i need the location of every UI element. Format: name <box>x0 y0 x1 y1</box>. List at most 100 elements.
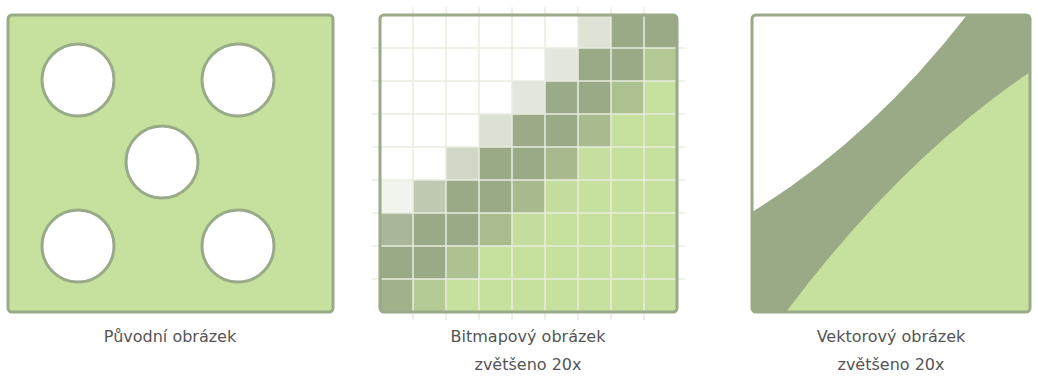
bitmap-pixel <box>644 180 677 214</box>
bitmap-pixel <box>578 180 612 214</box>
bitmap-pixel <box>644 246 677 280</box>
grid-line <box>577 7 579 320</box>
grid-line <box>445 7 447 320</box>
bitmap-pixel <box>413 180 447 214</box>
bitmap-pixel <box>479 246 513 280</box>
bitmap-pixel <box>479 147 513 181</box>
bitmap-pixel <box>545 114 579 148</box>
bitmap-pixel <box>611 279 645 312</box>
bitmap-pixel <box>545 81 579 115</box>
bitmap-pixel <box>446 246 480 280</box>
image-caption: Bitmapový obrázek zvětšeno 20x <box>443 323 613 379</box>
bitmap-pixel <box>578 114 612 148</box>
bitmap-pixel <box>578 213 612 247</box>
bitmap-pixel <box>644 81 677 115</box>
image-caption: Vektorový obrázek zvětšeno 20x <box>806 323 976 379</box>
bitmap-pixel <box>413 246 447 280</box>
bitmap-pixel <box>578 48 612 82</box>
bitmap-pixel <box>578 279 612 312</box>
bitmap-pixel <box>413 147 447 181</box>
bitmap-pixel <box>512 114 546 148</box>
bitmap-pixel <box>644 279 677 312</box>
bitmap-pixel <box>578 147 612 181</box>
vector-image <box>752 15 1030 312</box>
bitmap-pixel <box>479 180 513 214</box>
image-caption: Původní obrázek <box>85 323 255 351</box>
bitmap-image <box>372 7 685 320</box>
bitmap-pixel <box>611 246 645 280</box>
grid-line <box>643 7 645 320</box>
bitmap-pixel <box>545 48 579 82</box>
bitmap-pixel <box>446 213 480 247</box>
bitmap-pixel <box>611 147 645 181</box>
bitmap-pixel <box>512 147 546 181</box>
bitmap-pixel <box>512 48 546 82</box>
bitmap-pixel <box>413 114 447 148</box>
bitmap-pixel <box>545 15 579 49</box>
bitmap-pixel <box>512 246 546 280</box>
bitmap-pixel <box>644 48 677 82</box>
bitmap-pixel <box>545 246 579 280</box>
grid-line <box>412 7 414 320</box>
bitmap-pixel <box>413 48 447 82</box>
bitmap-pixel <box>545 180 579 214</box>
bitmap-pixel <box>479 114 513 148</box>
bitmap-pixel <box>380 147 414 181</box>
grid-line <box>372 212 685 214</box>
bitmap-pixel <box>380 81 414 115</box>
bitmap-pixel <box>611 48 645 82</box>
grid-line <box>511 7 513 320</box>
bitmap-pixel <box>611 213 645 247</box>
bitmap-pixel <box>644 15 677 49</box>
bitmap-pixel <box>380 180 414 214</box>
grid-line <box>478 7 480 320</box>
bitmap-pixel <box>611 114 645 148</box>
bitmap-pixel <box>479 48 513 82</box>
bitmap-pixel <box>545 213 579 247</box>
bitmap-pixel <box>380 279 414 312</box>
bitmap-pixel <box>446 180 480 214</box>
bitmap-pixel <box>578 81 612 115</box>
bitmap-pixel <box>380 15 414 49</box>
grid-line <box>544 7 546 320</box>
bitmap-pixel <box>578 246 612 280</box>
bitmap-pixel <box>413 15 447 49</box>
bitmap-pixel <box>380 213 414 247</box>
bitmap-pixel <box>479 81 513 115</box>
grid-line <box>372 113 685 115</box>
bitmap-pixel <box>413 81 447 115</box>
bitmap-pixel <box>413 213 447 247</box>
bitmap-pixel <box>512 180 546 214</box>
bitmap-pixel <box>479 279 513 312</box>
bitmap-pixel <box>446 48 480 82</box>
bitmap-pixel <box>446 81 480 115</box>
grid-line <box>372 245 685 247</box>
grid-line <box>372 80 685 82</box>
bitmap-pixel <box>545 279 579 312</box>
grid-line <box>372 179 685 181</box>
grid-line <box>372 146 685 148</box>
bitmap-pixel <box>644 213 677 247</box>
bitmap-pixel <box>611 15 645 49</box>
bitmap-pixel <box>512 15 546 49</box>
bitmap-pixel <box>479 15 513 49</box>
bitmap-pixel <box>446 279 480 312</box>
bitmap-pixel <box>512 81 546 115</box>
bitmap-pixel <box>611 81 645 115</box>
bitmap-pixel <box>545 147 579 181</box>
bitmap-pixel <box>644 114 677 148</box>
bitmap-pixel <box>446 147 480 181</box>
bitmap-pixel <box>380 114 414 148</box>
bitmap-pixel <box>413 279 447 312</box>
bitmap-pixel <box>578 15 612 49</box>
grid-line <box>610 7 612 320</box>
grid-line <box>372 278 685 280</box>
bitmap-pixel <box>512 213 546 247</box>
bitmap-pixel <box>446 15 480 49</box>
bitmap-pixel <box>611 180 645 214</box>
bitmap-pixel <box>479 213 513 247</box>
grid-line <box>372 47 685 49</box>
bitmap-pixel <box>380 48 414 82</box>
bitmap-pixel <box>644 147 677 181</box>
bitmap-pixel <box>446 114 480 148</box>
